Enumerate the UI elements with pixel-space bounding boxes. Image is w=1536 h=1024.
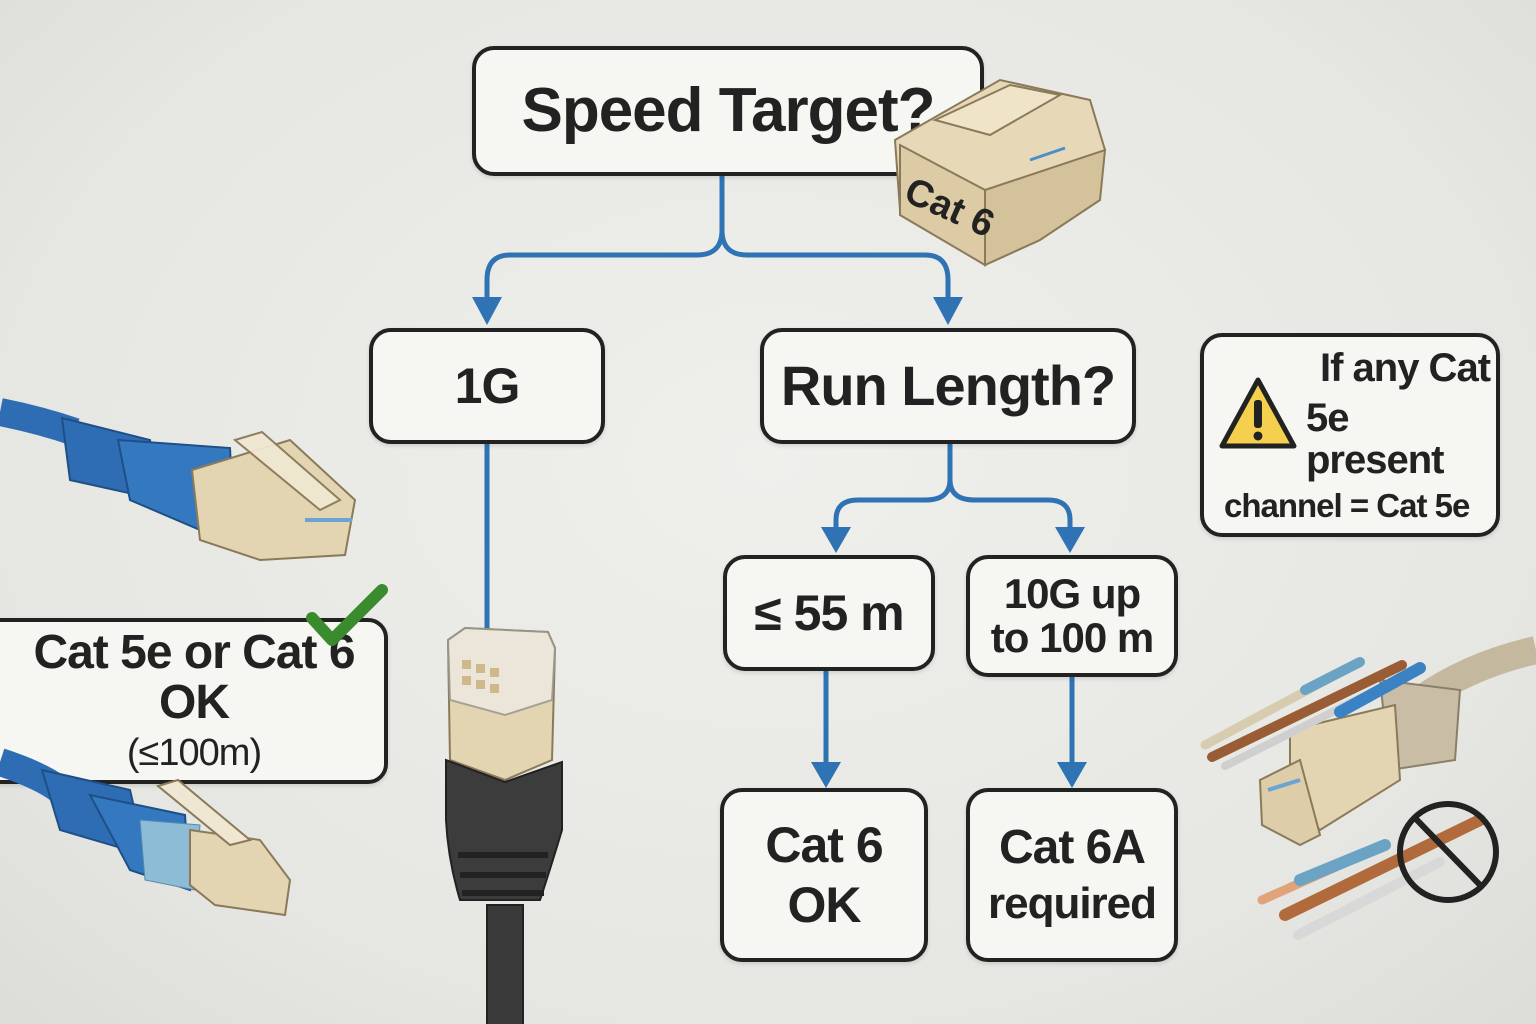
arrowhead-1g xyxy=(472,297,502,325)
node-speed-target: Speed Target? xyxy=(472,46,984,176)
node-cat6-line2: OK xyxy=(787,877,862,933)
arrowhead-cat6a xyxy=(1057,762,1087,788)
node-cat6-line1: Cat 6 xyxy=(765,816,883,873)
node-run-length-label: Run Length? xyxy=(780,353,1116,417)
edge-run-to-55 xyxy=(833,442,953,533)
warning-note: If any Cat 5e present channel = Cat 5e xyxy=(1200,333,1500,537)
node-10g-line2: to 100 m xyxy=(990,614,1154,661)
node-cat5e-line2: (≤100m) xyxy=(126,732,262,775)
node-cat5e-or-cat6-ok: Cat 5e or Cat 6 OK (≤100m) xyxy=(0,618,388,784)
node-1g: 1G xyxy=(369,328,605,444)
edge-speed-to-runlength xyxy=(719,227,951,303)
node-10g-line1: 10G up xyxy=(1003,569,1141,617)
node-cat6-ok: Cat 6 OK xyxy=(720,788,928,962)
warning-line3: channel = Cat 5e xyxy=(1224,486,1470,524)
arrowhead-10g xyxy=(1055,527,1085,553)
node-le-55m: ≤ 55 m xyxy=(723,555,935,671)
node-cat6a-line2: required xyxy=(987,879,1157,929)
edge-run-to-10g xyxy=(947,477,1073,533)
node-cat5e-line1: Cat 5e or Cat 6 OK xyxy=(33,625,355,730)
warning-triangle-icon xyxy=(1219,377,1297,449)
arrowhead-55m xyxy=(821,527,851,553)
edge-speed-to-split xyxy=(484,172,725,303)
arrowhead-cat6 xyxy=(811,762,841,788)
node-cat6a-required: Cat 6A required xyxy=(966,788,1178,962)
warning-line2: 5e present xyxy=(1305,395,1445,482)
node-cat6a-line1: Cat 6A xyxy=(998,820,1146,874)
node-le-55m-label: ≤ 55 m xyxy=(754,584,904,641)
node-10g-100m: 10G up to 100 m xyxy=(966,555,1178,677)
node-1g-label: 1G xyxy=(454,357,521,414)
node-run-length: Run Length? xyxy=(760,328,1136,444)
warning-line1: If any Cat xyxy=(1319,345,1491,390)
node-speed-target-label: Speed Target? xyxy=(521,76,935,146)
arrowhead-runlength xyxy=(933,297,963,325)
